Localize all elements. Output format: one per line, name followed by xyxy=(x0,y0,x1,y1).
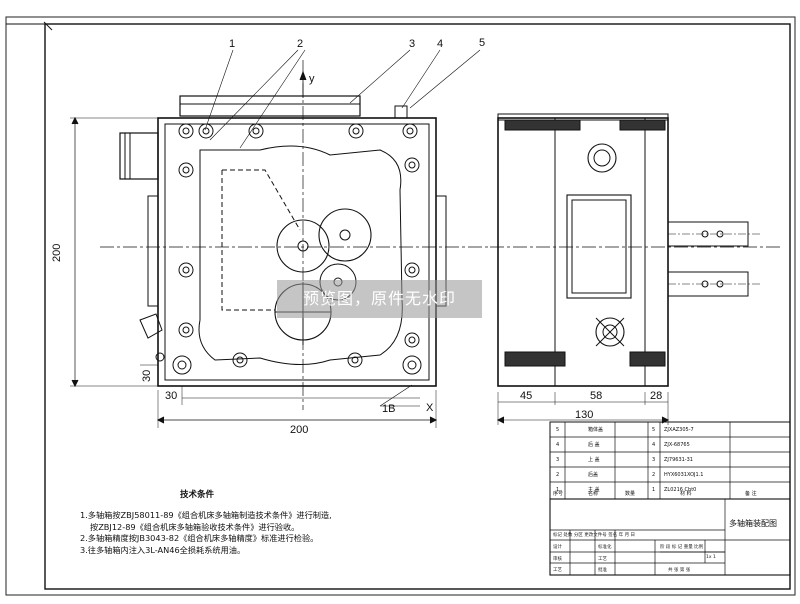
dim-height-200: 200 xyxy=(51,244,63,262)
side-view-labels: 45 58 28 130 xyxy=(520,390,662,421)
svg-text:工艺: 工艺 xyxy=(553,567,562,573)
bom-header-name: 名称 xyxy=(588,490,598,497)
dim-width-200: 200 xyxy=(290,424,308,436)
bom-row-3-name: 上 盖 xyxy=(588,456,600,463)
bom-row-3-no: 3 xyxy=(556,457,559,463)
title-block-text: 多轴箱装配图 1x 1 标记 处数 分区 更改文件号 签名 年 月 日 设计 标… xyxy=(553,518,777,573)
dim-30-horizontal: 30 xyxy=(165,390,177,402)
bom-row-5-name: 主 盖 xyxy=(588,486,600,493)
balloon-3: 3 xyxy=(409,38,415,50)
tech-requirements: 1.多轴箱按ZBJ58011-89《组合机床多轴箱制造技术条件》进行制造, 按Z… xyxy=(80,510,500,556)
front-view-labels: 1 2 3 4 5 y X 200 200 30 30 1B xyxy=(51,37,485,436)
side-view xyxy=(490,113,780,425)
balloon-2: 2 xyxy=(297,38,303,50)
bom-rows: 5 箱体盖 5 ZJXAZ305-7 4 后 盖 4 ZJX-68765 3 上… xyxy=(553,426,757,497)
bom-header-qty: 数量 xyxy=(625,490,635,497)
bom-row-1-no: 5 xyxy=(556,427,559,433)
bom-row-3-mat: ZJ79631-31 xyxy=(664,457,693,463)
dim-45: 45 xyxy=(520,390,532,402)
bom-row-4-mat: HYX6031XOJ1.1 xyxy=(664,472,703,478)
outer-border xyxy=(5,16,796,596)
bom-row-1-mat: ZJXAZ305-7 xyxy=(664,427,694,433)
bolt-holes xyxy=(172,123,422,375)
svg-text:共 张 第 张: 共 张 第 张 xyxy=(668,566,691,573)
balloon-1: 1 xyxy=(229,38,235,50)
tech-line-4: 3.往多轴箱内注入3L-AN46全损耗系统用油。 xyxy=(80,544,246,555)
front-view xyxy=(70,49,490,428)
bom-header-remark: 备 注 xyxy=(745,490,757,497)
tech-line-3: 2.多轴箱精度按JB3043-82《组合机床多轴精度》标准进行检验。 xyxy=(80,533,319,543)
bom-row-2-no: 4 xyxy=(556,442,559,448)
bom-row-4-no: 2 xyxy=(556,472,559,478)
preview-watermark: 预览图，原件无水印 xyxy=(277,280,482,318)
bom-row-2-qty: 4 xyxy=(652,442,655,448)
axis-y-label: y xyxy=(309,73,315,85)
inner-border xyxy=(44,23,791,590)
dim-130: 130 xyxy=(575,409,593,421)
bom-row-1-name: 箱体盖 xyxy=(588,426,603,433)
tech-line-2: 按ZBJ12-89《组合机床多轴箱验收技术条件》进行验收。 xyxy=(90,521,300,532)
bom-row-5-qty: 1 xyxy=(652,487,655,493)
svg-text:审核: 审核 xyxy=(553,555,562,562)
bom-row-4-name: 后盖 xyxy=(588,471,598,478)
title-block xyxy=(549,498,791,576)
axis-x-label: X xyxy=(426,402,434,414)
svg-text:标准化: 标准化 xyxy=(598,543,612,550)
svg-text:标记 处数 分区 更改文件号 签名 年 月 日: 标记 处数 分区 更改文件号 签名 年 月 日 xyxy=(553,531,635,538)
dim-28: 28 xyxy=(650,390,662,402)
bom-row-1-qty: 5 xyxy=(652,427,655,433)
label-1b: 1B xyxy=(382,403,395,415)
balloon-4: 4 xyxy=(437,38,443,50)
dim-58: 58 xyxy=(590,390,602,402)
sheet-count: 1x 1 xyxy=(706,554,716,560)
bom-row-5-mat: ZL0216 Cbt0 xyxy=(664,487,696,493)
bom-row-2-name: 后 盖 xyxy=(588,441,600,448)
svg-text:设计: 设计 xyxy=(553,543,562,550)
bom-row-2-mat: ZJX-68765 xyxy=(664,442,690,448)
drawing-name: 多轴箱装配图 xyxy=(729,518,777,528)
bom-row-5-no: 1 xyxy=(556,487,559,493)
bom-header-no: 序号 xyxy=(553,490,563,497)
balloon-5: 5 xyxy=(479,37,485,49)
dim-30-vertical: 30 xyxy=(141,370,153,382)
tech-requirements-title: 技术条件 xyxy=(180,490,215,500)
bom-row-4-qty: 2 xyxy=(652,472,655,478)
svg-text:阶 段 标 记 重量 比例: 阶 段 标 记 重量 比例 xyxy=(660,543,704,550)
bom-row-3-qty: 3 xyxy=(652,457,655,463)
svg-text:批准: 批准 xyxy=(598,566,607,573)
bom-header-mat: 材 料 xyxy=(680,490,692,497)
tech-line-1: 1.多轴箱按ZBJ58011-89《组合机床多轴箱制造技术条件》进行制造, xyxy=(80,510,332,520)
svg-text:工艺: 工艺 xyxy=(598,556,607,562)
